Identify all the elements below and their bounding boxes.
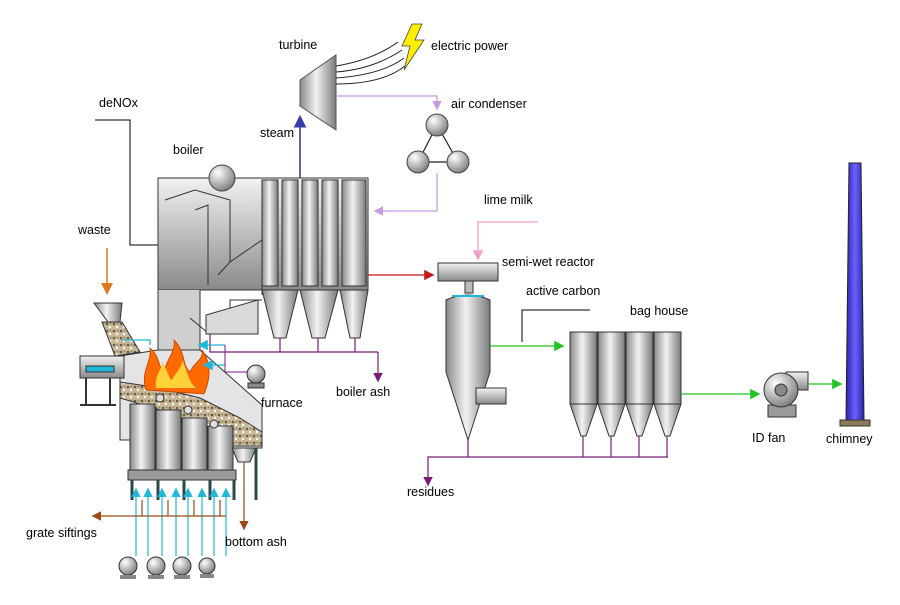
label-waste: waste [78,223,111,237]
chimney [839,162,871,427]
label-air-condenser: air condenser [451,97,527,111]
residues-lines [423,436,668,487]
turbine [299,54,337,131]
label-furnace: furnace [261,396,303,410]
grate-siftings-lines [91,462,249,531]
boiler [157,164,369,351]
secondary-air-lines [122,339,225,371]
lime-milk-line [472,221,538,261]
label-bottom-ash: bottom ash [225,535,287,549]
power-output-lines [335,41,406,85]
condensate-return-line [373,173,438,216]
furnace-fan-icon [246,364,266,389]
label-turbine: turbine [279,38,318,52]
label-grate-siftings: grate siftings [26,526,97,540]
label-semi-wet-reactor: semi-wet reactor [502,255,595,269]
label-steam: steam [260,126,295,140]
label-bag-house: bag house [630,304,689,318]
active-carbon-line [521,309,590,342]
bag-house [569,331,682,437]
air-condenser [406,113,470,174]
semi-wet-reactor [437,262,507,442]
id-fan [763,371,809,418]
label-boiler-ash: boiler ash [336,385,391,399]
fan-icon [118,556,138,579]
denox-line [95,119,158,246]
label-lime-milk: lime milk [484,193,533,207]
lightning-icon [401,23,425,71]
label-active-carbon: active carbon [526,284,601,298]
fan-icon [146,556,166,579]
label-denox: deNOx [99,96,138,110]
exhaust-steam-line [336,95,442,111]
label-residues: residues [407,485,455,499]
label-boiler: boiler [173,143,204,157]
fan-icon [172,556,192,579]
label-id-fan: ID fan [752,431,786,445]
label-chimney: chimney [826,432,873,446]
primary-air-lines [131,487,231,556]
boiler-ash-lines [209,334,383,383]
label-electric-power: electric power [431,39,509,53]
furnace-fan-line [224,345,247,373]
fan-icon [198,557,216,578]
primary-air-fans [118,556,216,579]
